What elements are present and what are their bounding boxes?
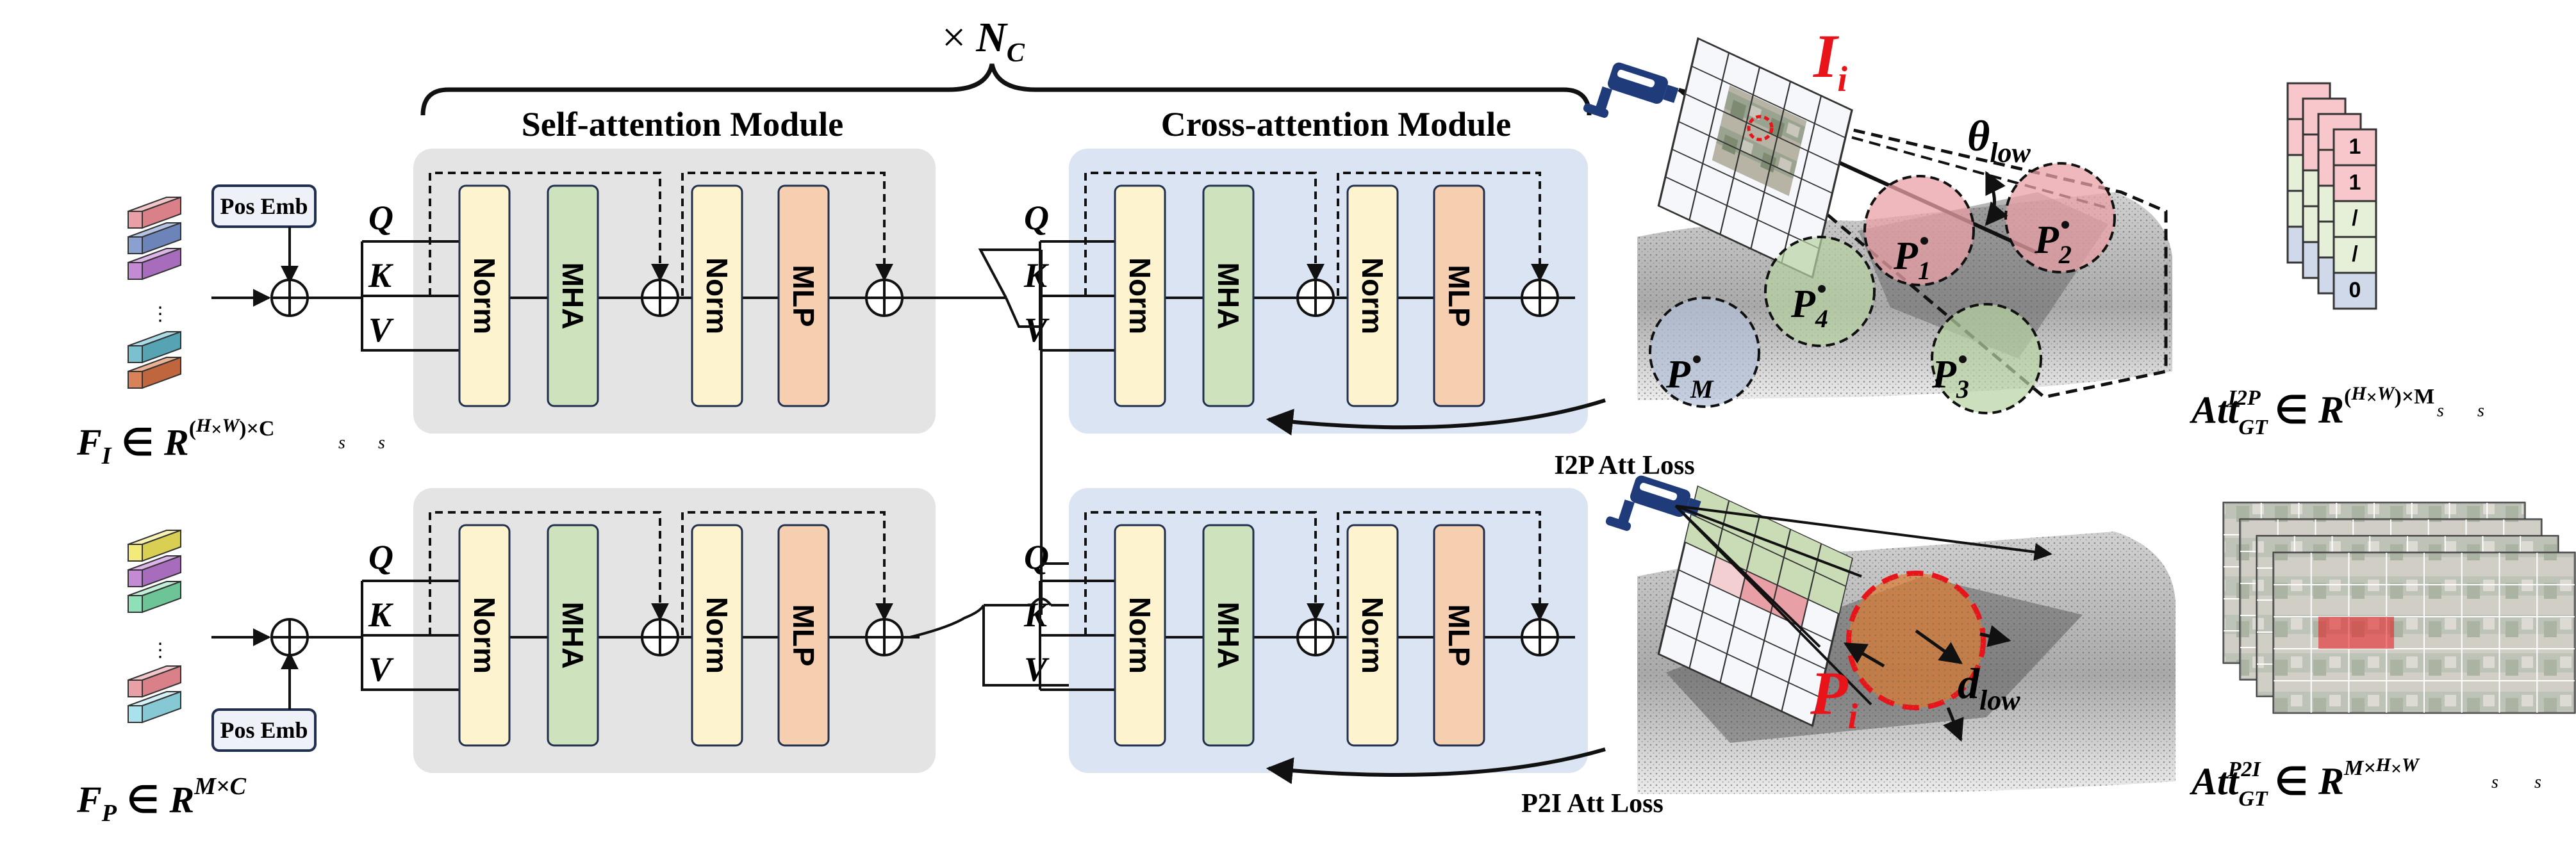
mlp-block: MLP: [777, 524, 830, 747]
mlp-block: MLP: [1433, 524, 1485, 747]
connections: [909, 248, 1069, 687]
scene-bottom: [1605, 475, 2176, 794]
input-k-label: K: [1023, 596, 1050, 634]
svg-text:MLP: MLP: [787, 604, 820, 666]
norm-block: Norm: [1346, 184, 1399, 407]
distance-label: dlow: [1958, 659, 2020, 716]
i2p-gt-stack: 1 1 / / 0: [2286, 82, 2377, 310]
svg-text:MLP: MLP: [787, 264, 820, 327]
input-adders: [211, 279, 362, 656]
self-attention-title: Self-attention Module: [522, 105, 843, 143]
svg-text:MHA: MHA: [1212, 602, 1245, 669]
cross-attention-title: Cross-attention Module: [1161, 105, 1512, 143]
i2p-gt-cell: 1: [2349, 170, 2361, 195]
svg-text:⋮: ⋮: [151, 304, 170, 325]
svg-text:MHA: MHA: [556, 602, 590, 669]
scene-top: [1583, 37, 2172, 414]
mha-block: MHA: [547, 184, 599, 407]
image-feature-label: FI∈R(H×W)×C: [76, 415, 274, 469]
mha-block: MHA: [1202, 524, 1255, 747]
mlp-block: MLP: [777, 184, 830, 407]
p2i-gt-label: AttGTP2I∈RM×H×W: [2189, 754, 2420, 811]
input-q-label: Q: [1024, 538, 1049, 576]
norm-block: Norm: [458, 184, 511, 407]
self-attention-module-top: QKV Norm MHA Norm MLP: [361, 172, 920, 407]
norm-block: Norm: [1114, 184, 1166, 407]
pos-emb-bottom: Pos Emb: [211, 651, 317, 752]
i2p-gt-cell: 1: [2349, 134, 2361, 159]
input-q-label: Q: [368, 199, 393, 237]
image-feature-stack: ⋮: [128, 196, 181, 389]
residual-add: [1521, 618, 1559, 656]
input-q-label: Q: [1024, 199, 1049, 237]
point-p-label: Pi: [1810, 659, 1858, 736]
cross-attention-module-bottom: QKV Norm MHA Norm MLP: [1023, 511, 1575, 747]
svg-text:Norm: Norm: [468, 597, 501, 674]
input-v-label: V: [368, 650, 394, 688]
point-feature-stack: ⋮: [128, 529, 181, 724]
residual-add: [641, 618, 679, 656]
p2i-gt-stack: [2222, 501, 2576, 714]
svg-text:MHA: MHA: [556, 263, 590, 330]
i2p-loss-label: I2P Att Loss: [1554, 451, 1694, 480]
svg-text:Norm: Norm: [700, 597, 734, 674]
camera-icon-top: [1583, 62, 1679, 118]
i2p-gt-cell: /: [2352, 206, 2358, 231]
svg-text:MLP: MLP: [1442, 604, 1476, 666]
point-label-1: P1: [1893, 234, 1931, 285]
mha-block: MHA: [1202, 184, 1255, 407]
input-v-label: V: [1024, 311, 1050, 349]
theta-label: θlow: [1967, 111, 2031, 168]
svg-text:Pos Emb: Pos Emb: [220, 193, 308, 219]
input-k-label: K: [368, 256, 394, 295]
point-label-2: P2: [2034, 218, 2072, 269]
svg-text:Norm: Norm: [1356, 597, 1389, 674]
residual-add: [865, 279, 904, 317]
input-k-label: K: [368, 596, 394, 634]
norm-block: Norm: [691, 524, 743, 747]
svg-text:⋮: ⋮: [151, 640, 170, 661]
i2p-gt-cell: 0: [2349, 278, 2361, 302]
residual-add: [1296, 618, 1335, 656]
svg-text:Norm: Norm: [700, 257, 734, 334]
svg-text:MLP: MLP: [1442, 264, 1476, 327]
residual-add: [1521, 279, 1559, 317]
i2p-gt-label: AttGTI2P∈R(H×W)×M: [2189, 383, 2434, 439]
svg-text:MHA: MHA: [1212, 263, 1245, 330]
residual-add: [1296, 279, 1335, 317]
norm-block: Norm: [458, 524, 511, 747]
mha-block: MHA: [547, 524, 599, 747]
norm-block: Norm: [1346, 524, 1399, 747]
svg-text:Norm: Norm: [468, 257, 501, 334]
input-v-label: V: [1024, 650, 1050, 688]
i2p-gt-cell: /: [2352, 242, 2358, 266]
pos-emb-top: Pos Emb: [211, 184, 317, 284]
input-q-label: Q: [368, 538, 393, 576]
svg-text:Norm: Norm: [1123, 597, 1157, 674]
self-attention-module-bottom: QKV Norm MHA Norm MLP: [361, 511, 920, 747]
loss-arrows: [1266, 398, 1606, 785]
input-v-label: V: [368, 311, 394, 349]
point-label-3: P3: [1931, 353, 1969, 403]
input-k-label: K: [1023, 256, 1050, 295]
point-label-m: PM: [1665, 353, 1714, 403]
mlp-block: MLP: [1433, 184, 1485, 407]
point-feature-label: FP∈RM×C: [76, 773, 247, 827]
norm-block: Norm: [1114, 524, 1166, 747]
residual-add: [865, 618, 904, 656]
image-i-label: Ii: [1813, 22, 1847, 99]
repeat-label: ×NC: [942, 14, 1025, 68]
residual-add: [641, 279, 679, 317]
repeat-brace: ×NC: [420, 14, 1592, 116]
svg-text:Norm: Norm: [1356, 257, 1389, 334]
svg-text:Norm: Norm: [1123, 257, 1157, 334]
svg-text:Pos Emb: Pos Emb: [220, 717, 308, 743]
norm-block: Norm: [691, 184, 743, 407]
point-label-4: P4: [1790, 282, 1828, 333]
cross-attention-module-top: QKV Norm MHA Norm MLP: [1023, 172, 1575, 407]
